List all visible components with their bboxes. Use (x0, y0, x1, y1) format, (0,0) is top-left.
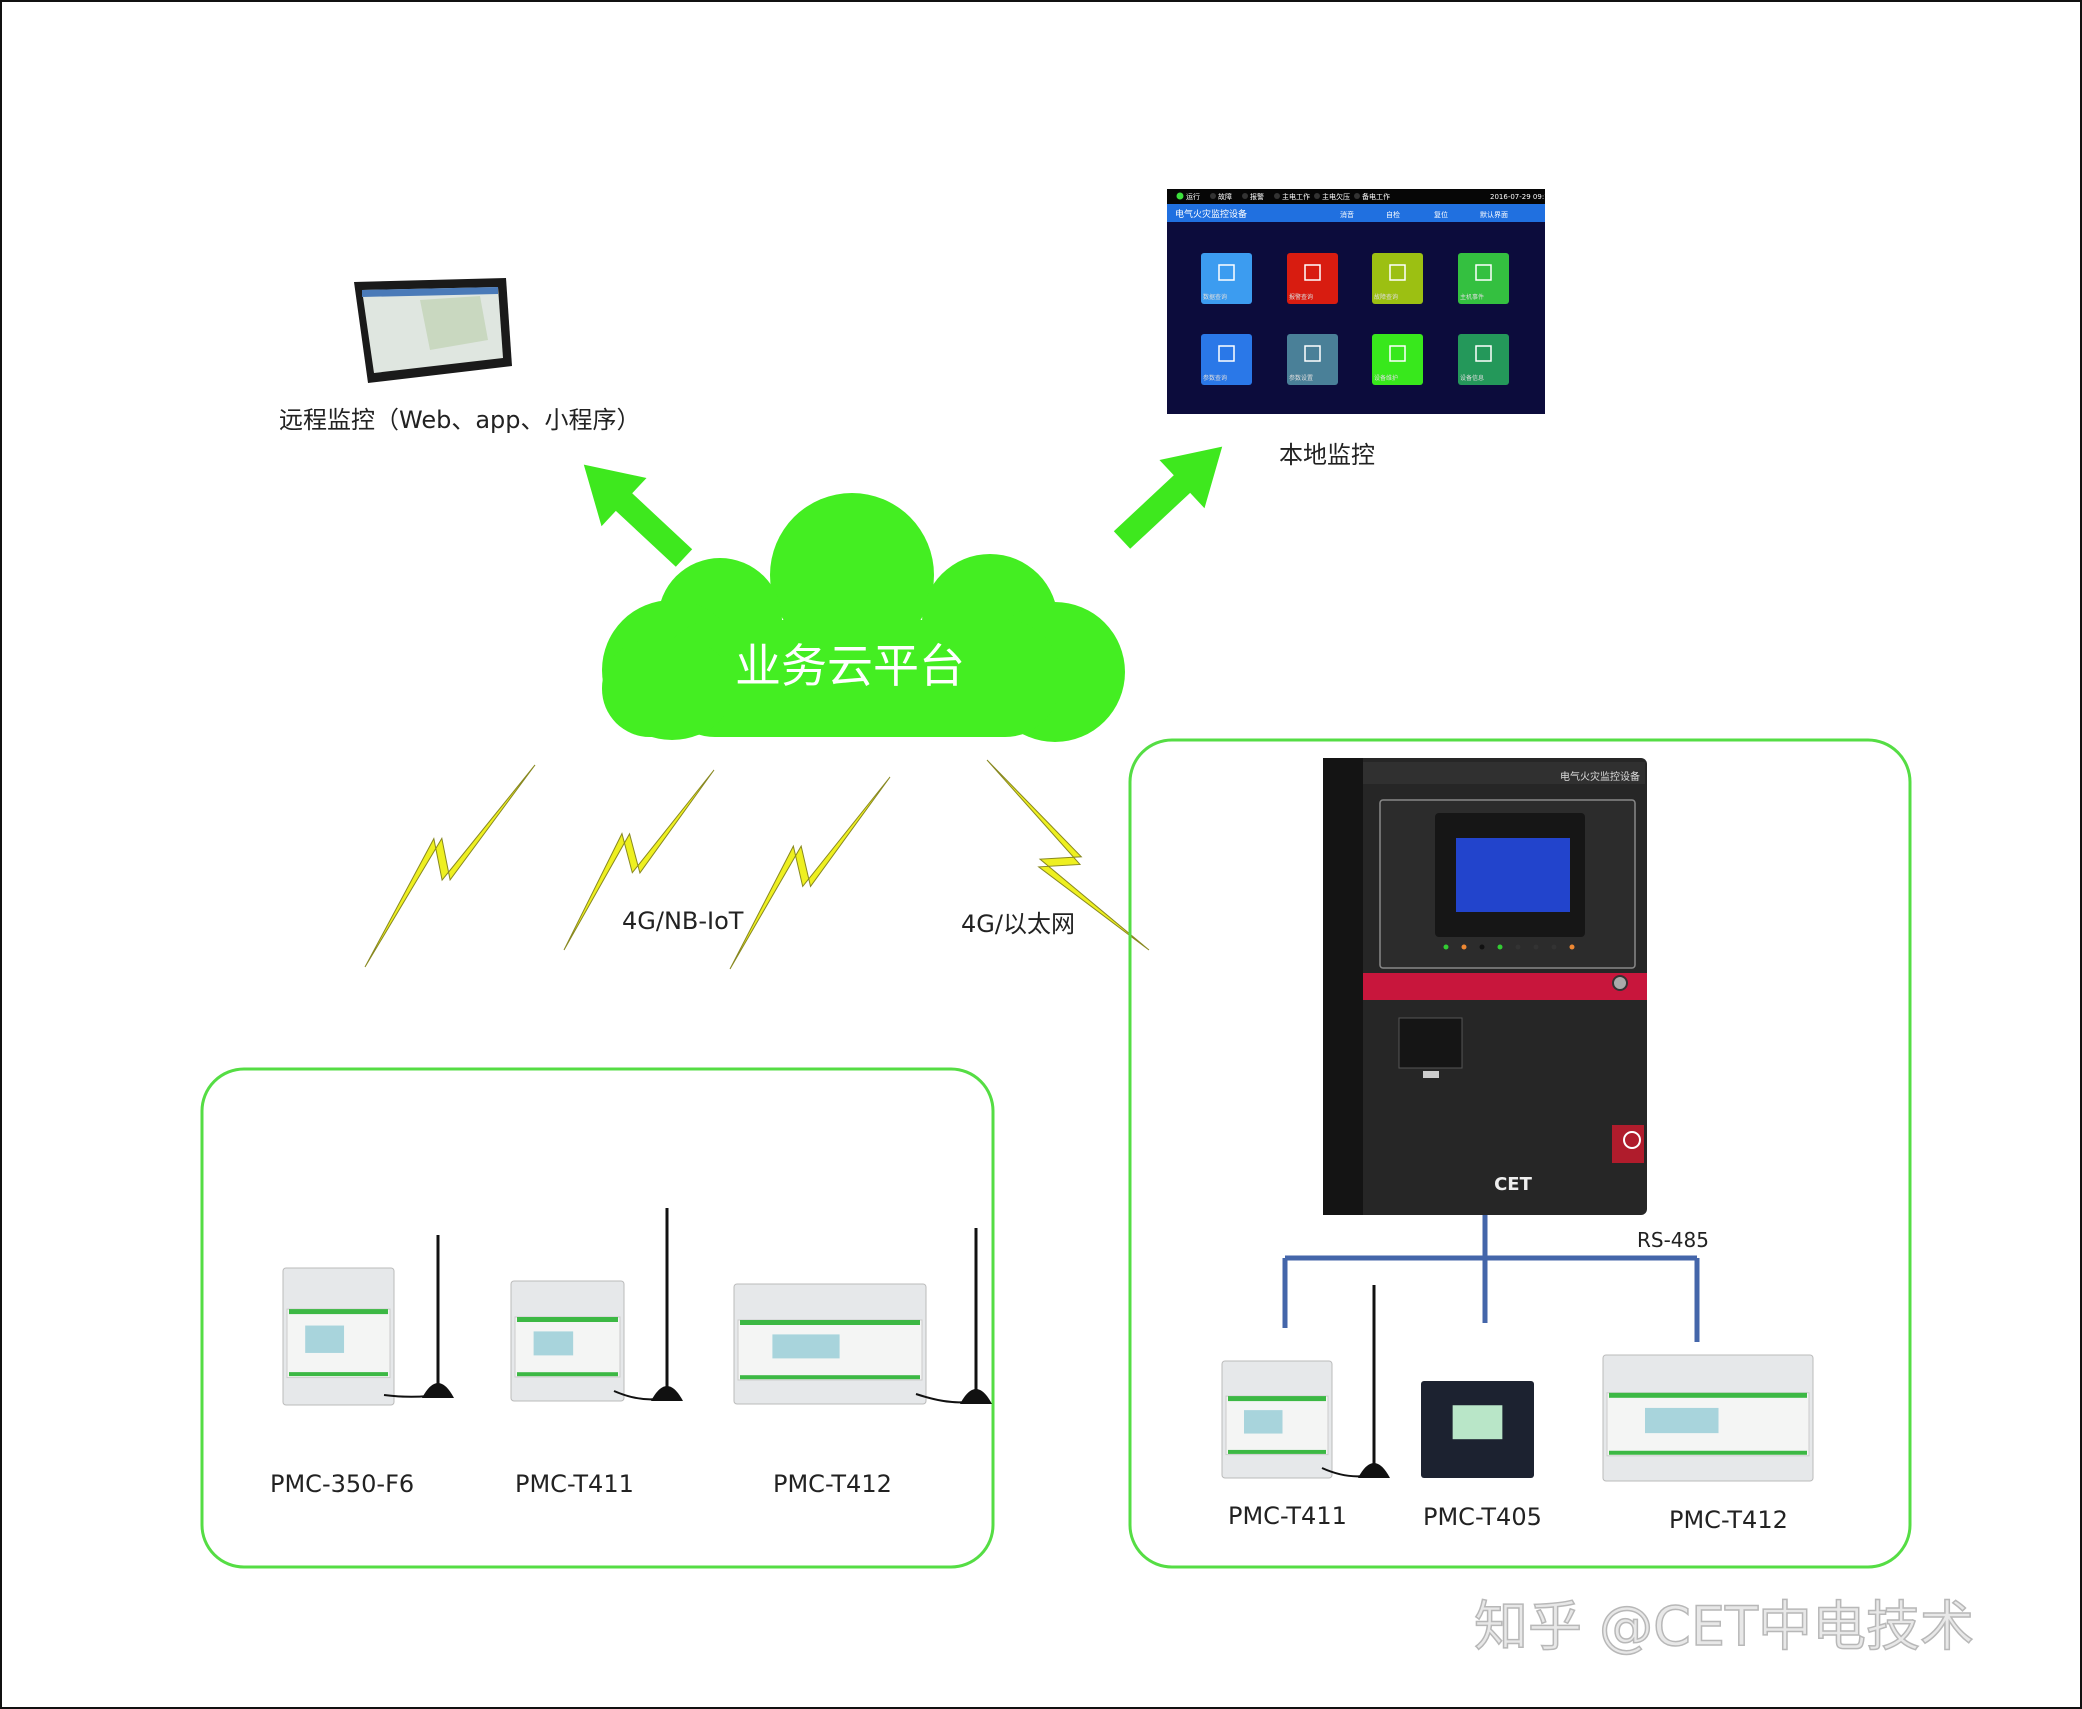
cabinet-led-icon (1569, 944, 1575, 950)
cabinet-led-icon (1479, 944, 1485, 950)
document-icon (1218, 345, 1235, 362)
screen-title: 电气火灾监控设备 (1175, 208, 1247, 220)
remote-monitoring-label: 远程监控（Web、app、小程序） (279, 406, 641, 434)
run-indicator-icon (1176, 192, 1184, 200)
status-indicator-icon (1274, 193, 1280, 199)
wireless-signal-icon (364, 764, 536, 968)
alarm-icon (1304, 264, 1321, 281)
device-label: PMC-T405 (1423, 1503, 1542, 1531)
key-lock-icon (1612, 975, 1628, 991)
tile-label: 设备维护 (1374, 374, 1398, 382)
monitor-icon (1475, 264, 1492, 281)
antenna-icon (1321, 1285, 1390, 1478)
cabinet-led-icon (1497, 944, 1503, 950)
tile-label: 参数设置 (1289, 374, 1313, 382)
status-indicator-icon (1210, 193, 1216, 199)
antenna-icon (915, 1228, 992, 1404)
screen-datetime: 2016-07-29 09:16:51 (1490, 193, 1564, 201)
screen-action-button[interactable]: 消音 (1340, 210, 1354, 219)
screen-tile[interactable]: 主机事件 (1458, 253, 1509, 304)
status-item: 主电工作 (1282, 192, 1310, 201)
antenna-icon (383, 1235, 454, 1398)
status-item: 报警 (1250, 192, 1264, 201)
cabinet-nameplate: 电气火灾监控设备 (1560, 770, 1640, 783)
cloud-platform-label: 业务云平台 (735, 639, 965, 693)
device-label: PMC-350-F6 (270, 1470, 414, 1498)
arrow-to-remote-icon (583, 464, 693, 567)
wireless-signal-icon (563, 769, 715, 951)
cabinet-accent-stripe (1363, 973, 1647, 1000)
meter-device (282, 1267, 395, 1406)
meter-device (1221, 1360, 1333, 1479)
status-item: 备电工作 (1362, 192, 1390, 201)
tile-label: 主机事件 (1460, 293, 1484, 301)
meter-device (510, 1280, 625, 1402)
cabinet-brand-logo: CET (1494, 1174, 1533, 1195)
screen-action-button[interactable]: 默认界面 (1480, 210, 1508, 219)
screen-action-button[interactable]: 自检 (1386, 210, 1400, 219)
status-indicator-icon (1242, 193, 1248, 199)
rs485-bus (1282, 1215, 1700, 1342)
antenna-icon (613, 1208, 683, 1401)
meter-device (1421, 1381, 1534, 1478)
watermark: 知乎 @CET中电技术 (1474, 1595, 1974, 1658)
info-panel-icon (1475, 345, 1492, 362)
status-item: 主电欠压 (1322, 192, 1350, 201)
warning-icon (1389, 264, 1406, 281)
status-item: 运行 (1186, 192, 1200, 201)
meter-device (733, 1283, 927, 1405)
cabinet-led-icon (1533, 944, 1539, 950)
cabinet-led-icon (1551, 944, 1557, 950)
screen-tile[interactable]: 参数设置 (1287, 334, 1338, 385)
tile-label: 故障查询 (1374, 293, 1398, 301)
cabinet-led-icon (1515, 944, 1521, 950)
wired-device-group (1128, 738, 1912, 1569)
device-label: PMC-T412 (1669, 1506, 1788, 1534)
status-indicator-icon (1354, 193, 1360, 199)
bar-chart-icon (1218, 264, 1235, 281)
status-indicator-icon (1314, 193, 1320, 199)
screen-tile[interactable]: 设备信息 (1458, 334, 1509, 385)
wireless-signal-icon (729, 776, 891, 970)
wireless-device-group (200, 1067, 995, 1569)
monitoring-cabinet: 电气火灾监控设备 CET (1323, 758, 1647, 1215)
cloud-platform (602, 493, 1125, 742)
arrow-to-local-icon (1113, 446, 1223, 549)
device-label: PMC-T412 (773, 1470, 892, 1498)
wireless-signal-icon (986, 759, 1150, 951)
tools-icon (1389, 345, 1406, 362)
link-label-4g-ethernet: 4G/以太网 (961, 910, 1075, 938)
tile-label: 报警查询 (1289, 293, 1313, 301)
status-item: 故障 (1218, 192, 1232, 201)
screen-action-button[interactable]: 复位 (1434, 210, 1448, 219)
local-monitoring-label: 本地监控 (1279, 441, 1375, 469)
screen-tile[interactable]: 设备维护 (1372, 334, 1423, 385)
tablet-device (354, 278, 512, 383)
printer-slot (1398, 1017, 1463, 1069)
device-label: PMC-T411 (1228, 1502, 1347, 1530)
cabinet-led-icon (1443, 944, 1449, 950)
device-label: PMC-T411 (515, 1470, 634, 1498)
meter-device (1602, 1354, 1814, 1482)
link-label-4g-nbiot: 4G/NB-IoT (622, 907, 744, 935)
tile-label: 参数查询 (1203, 374, 1227, 382)
local-monitor-screen: 运行 故障 报警 主电工作 主电欠压 备电工作 2016-07-29 09:16:51 电… (1167, 189, 1564, 414)
tile-label: 数据查询 (1203, 293, 1227, 301)
gear-icon (1304, 345, 1321, 362)
screen-tile[interactable]: 故障查询 (1372, 253, 1423, 304)
screen-tile[interactable]: 参数查询 (1201, 334, 1252, 385)
screen-tile[interactable]: 报警查询 (1287, 253, 1338, 304)
rs485-label: RS-485 (1637, 1228, 1709, 1252)
screen-tile[interactable]: 数据查询 (1201, 253, 1252, 304)
cabinet-led-icon (1461, 944, 1467, 950)
tile-label: 设备信息 (1460, 374, 1484, 382)
